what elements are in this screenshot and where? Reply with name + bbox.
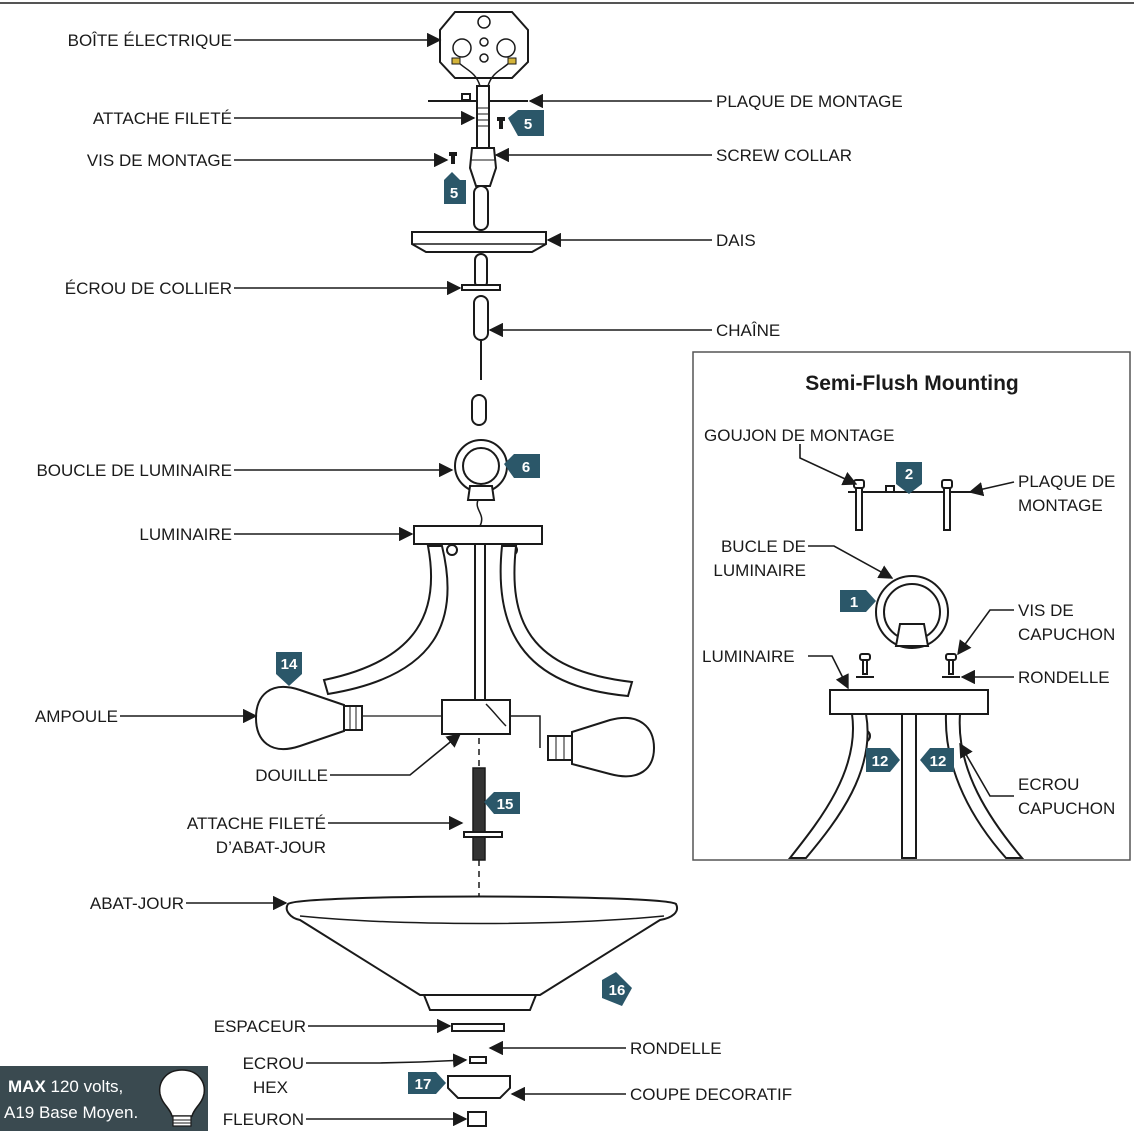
lightbulb-icon bbox=[158, 1069, 206, 1127]
inset-label-cap-nut-1: ECROU bbox=[1018, 775, 1079, 794]
bulb-right bbox=[547, 717, 656, 778]
inset-label-plate-1: PLAQUE DE bbox=[1018, 472, 1115, 491]
glass-shade bbox=[285, 895, 678, 1011]
inset-step-badge-1: 1 bbox=[840, 590, 876, 612]
label-hex-nut-1: ECROU bbox=[243, 1054, 304, 1073]
svg-text:12: 12 bbox=[872, 753, 889, 770]
label-decorative-cup: COUPE DECORATIF bbox=[630, 1085, 792, 1104]
inset-label-washer: RONDELLE bbox=[1018, 668, 1110, 687]
max-wattage-box: MAX 120 volts, A19 Base Moyen. bbox=[0, 1066, 208, 1131]
inset-label-loop-2: LUMINAIRE bbox=[713, 561, 806, 580]
inset-title: Semi-Flush Mounting bbox=[805, 372, 1018, 395]
label-electrical-box: BOÎTE ÉLECTRIQUE bbox=[68, 31, 232, 50]
svg-text:5: 5 bbox=[450, 185, 458, 202]
socket bbox=[362, 699, 541, 748]
label-chain: CHAÎNE bbox=[716, 321, 780, 340]
semi-flush-inset: Semi-Flush Mounting bbox=[692, 351, 1131, 861]
svg-text:16: 16 bbox=[609, 982, 626, 999]
mounting-screw-small bbox=[449, 117, 505, 164]
svg-text:17: 17 bbox=[415, 1076, 432, 1093]
canopy bbox=[411, 231, 547, 253]
label-mounting-plate: PLAQUE DE MONTAGE bbox=[716, 92, 903, 111]
step-badge-5a: 5 bbox=[508, 110, 544, 136]
inset-label-cap-screw-1: VIS DE bbox=[1018, 601, 1074, 620]
label-mounting-screw: VIS DE MONTAGE bbox=[87, 151, 232, 170]
max-line-2: A19 Base Moyen. bbox=[4, 1103, 138, 1122]
inset-label-stud: GOUJON DE MONTAGE bbox=[704, 426, 894, 445]
chain bbox=[473, 185, 489, 380]
label-fixture: LUMINAIRE bbox=[139, 525, 232, 544]
label-bulb: AMPOULE bbox=[35, 707, 118, 726]
label-shade-rod-1: ATTACHE FILETÉ bbox=[187, 814, 326, 833]
label-shade-rod-2: D’ABAT-JOUR bbox=[216, 838, 326, 857]
max-volts: 120 volts, bbox=[46, 1077, 124, 1096]
inset-step-badge-12b: 12 bbox=[920, 748, 954, 772]
max-word: MAX bbox=[8, 1077, 46, 1096]
step-badge-14: 14 bbox=[276, 652, 302, 686]
label-hex-nut-2: HEX bbox=[253, 1078, 288, 1097]
inset-step-badge-12a: 12 bbox=[866, 748, 900, 772]
collar-nut bbox=[461, 284, 501, 291]
label-screw-collar: SCREW COLLAR bbox=[716, 146, 852, 165]
svg-text:2: 2 bbox=[905, 466, 913, 483]
fixture-loop bbox=[454, 439, 508, 527]
label-finial: FLEURON bbox=[223, 1110, 304, 1129]
svg-text:6: 6 bbox=[522, 459, 530, 476]
label-canopy: DAIS bbox=[716, 231, 756, 250]
threaded-nipple bbox=[476, 85, 490, 149]
max-line-1: MAX 120 volts, bbox=[8, 1077, 123, 1096]
electrical-box bbox=[439, 11, 529, 87]
inset-label-cap-nut-2: CAPUCHON bbox=[1018, 799, 1115, 818]
svg-text:1: 1 bbox=[850, 594, 858, 611]
svg-text:5: 5 bbox=[524, 116, 532, 133]
inset-label-cap-screw-2: CAPUCHON bbox=[1018, 625, 1115, 644]
bulb-left bbox=[254, 685, 363, 751]
label-threaded-nipple: ATTACHE FILETÉ bbox=[93, 109, 232, 128]
label-spacer: ESPACEUR bbox=[214, 1017, 306, 1036]
step-badge-6: 6 bbox=[504, 454, 540, 478]
fixture-body bbox=[322, 525, 634, 725]
label-fixture-loop: BOUCLE DE LUMINAIRE bbox=[36, 461, 232, 480]
step-badge-17: 17 bbox=[408, 1072, 446, 1094]
inset-step-badge-2: 2 bbox=[896, 462, 922, 494]
screw-collar bbox=[468, 147, 498, 187]
svg-text:12: 12 bbox=[930, 753, 947, 770]
step-badge-5b: 5 bbox=[444, 172, 466, 204]
label-socket: DOUILLE bbox=[255, 766, 328, 785]
step-badge-15: 15 bbox=[484, 792, 520, 814]
inset-label-plate-2: MONTAGE bbox=[1018, 496, 1103, 515]
svg-text:15: 15 bbox=[497, 796, 514, 813]
label-collar-nut: ÉCROU DE COLLIER bbox=[65, 279, 232, 298]
step-badge-16: 16 bbox=[602, 972, 632, 1006]
inset-label-loop-1: BUCLE DE bbox=[721, 537, 806, 556]
label-washer: RONDELLE bbox=[630, 1039, 722, 1058]
svg-text:14: 14 bbox=[281, 656, 298, 673]
label-shade: ABAT-JOUR bbox=[90, 894, 184, 913]
finial-hardware bbox=[447, 1023, 511, 1127]
leader-lines bbox=[120, 32, 712, 1127]
chain-link-lower bbox=[471, 394, 487, 426]
inset-label-fixture: LUMINAIRE bbox=[702, 647, 795, 666]
shade-threaded-rod bbox=[463, 738, 503, 920]
